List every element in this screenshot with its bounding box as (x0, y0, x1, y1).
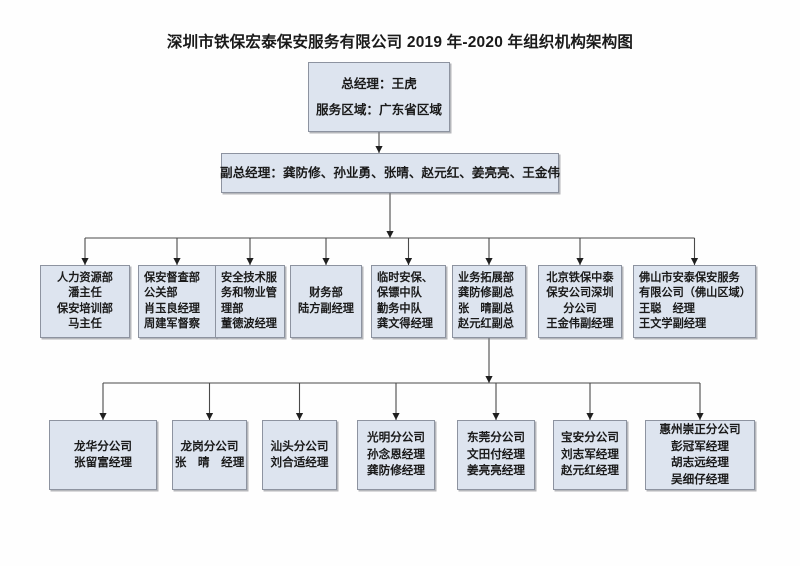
huizhou-chongzheng-branch-line-3: 吴细仔经理 (671, 472, 729, 486)
security-supervision-line-3: 周建军督察 (144, 317, 200, 330)
dongguan-branch-line-0: 东莞分公司 (467, 431, 525, 445)
huizhou-chongzheng-branch-line-2: 胡志远经理 (671, 456, 729, 469)
baoan-branch-line-2: 赵元红经理 (561, 464, 619, 478)
beijing-tiebao-branch-line-3: 王金伟副经理 (546, 317, 614, 330)
business-development-line-2: 张 晴副总 (458, 302, 514, 315)
arrow-bus-to-dept-4 (404, 258, 413, 265)
arrow-bus-to-branch-3 (392, 413, 400, 420)
beijing-tiebao-branch-line-2: 分公司 (563, 302, 597, 315)
arrow-bus-to-branch-1 (205, 413, 214, 420)
hr-department-line-1: 潘主任 (68, 287, 102, 300)
arrow-bus-to-branch-5 (586, 413, 594, 420)
baoan-branch-line-0: 宝安分公司 (561, 431, 619, 445)
beijing-tiebao-branch-line-1: 保安公司深圳 (546, 287, 614, 300)
huizhou-chongzheng-branch-line-0: 惠州崇正分公司 (659, 423, 741, 436)
guangming-branch-box[interactable]: 光明分公司孙念恩经理龚防修经理 (357, 420, 435, 490)
arrow-vgm-to-bus (386, 231, 394, 238)
security-supervision-line-2: 肖玉良经理 (144, 302, 200, 315)
general-manager-line-1: 服务区域：广东省区域 (316, 103, 442, 117)
safety-tech-property-box[interactable]: 安全技术服务和物业管理部董德波经理 (215, 265, 285, 338)
safety-tech-property-line-2: 理部 (221, 302, 244, 315)
hr-department-line-3: 马主任 (68, 317, 102, 330)
safety-tech-property-line-0: 安全技术服 (221, 272, 277, 285)
business-development-box[interactable]: 业务拓展部龚防修副总张 晴副总赵元红副总 (452, 265, 526, 338)
temp-security-guard-box[interactable]: 临时安保、保镖中队勤务中队龚文得经理 (371, 265, 446, 338)
dongguan-branch-box[interactable]: 东莞分公司文田付经理姜亮亮经理 (457, 420, 535, 490)
safety-tech-property-line-3: 董德波经理 (221, 317, 277, 330)
shantou-branch-line-1: 刘合适经理 (270, 456, 329, 469)
hr-department-line-0: 人力资源部 (57, 272, 113, 285)
business-development-line-0: 业务拓展部 (458, 272, 514, 285)
shantou-branch-box[interactable]: 汕头分公司刘合适经理 (262, 420, 337, 490)
finance-department-line-0: 财务部 (309, 287, 343, 300)
foshan-antai-company-line-0: 佛山市安泰保安服务 (639, 272, 740, 285)
arrow-bus-to-branch-0 (99, 413, 107, 420)
temp-security-guard-line-0: 临时安保、 (377, 272, 433, 285)
arrow-bus-to-dept-6 (576, 258, 584, 265)
foshan-antai-company-line-2: 王聪 经理 (639, 302, 695, 315)
general-manager-box[interactable]: 总经理：王虎服务区域：广东省区域 (308, 62, 450, 132)
arrow-bus-to-dept-3 (322, 258, 330, 265)
temp-security-guard-line-3: 龚文得经理 (377, 317, 433, 330)
safety-tech-property-line-1: 务和物业管 (221, 287, 277, 300)
foshan-antai-company-line-3: 王文学副经理 (639, 317, 707, 330)
longgang-branch-line-0: 龙岗分公司 (180, 439, 239, 453)
page-title: 深圳市铁保宏泰保安服务有限公司 2019 年-2020 年组织机构架构图 (166, 34, 634, 51)
security-supervision-line-1: 公关部 (144, 287, 178, 300)
arrow-bizdev-to-bus (485, 376, 493, 383)
security-supervision-box[interactable]: 保安督查部公关部肖玉良经理周建军督察 (138, 265, 216, 338)
hr-department-line-2: 保安培训部 (57, 302, 113, 315)
finance-department-box[interactable]: 财务部陆方副经理 (290, 265, 362, 338)
hr-department-box[interactable]: 人力资源部潘主任保安培训部马主任 (40, 265, 130, 338)
temp-security-guard-line-2: 勤务中队 (377, 302, 422, 315)
shantou-branch-line-0: 汕头分公司 (270, 439, 329, 453)
longhua-branch-line-1: 张留富经理 (74, 456, 132, 469)
beijing-tiebao-branch-box[interactable]: 北京铁保中泰保安公司深圳分公司王金伟副经理 (538, 265, 622, 338)
general-manager-line-0: 总经理：王虎 (341, 77, 417, 91)
arrow-bus-to-dept-7 (690, 258, 699, 265)
deputy-general-managers-box[interactable]: 副总经理：龚防修、孙业勇、张晴、赵元红、姜亮亮、王金伟 (219, 153, 561, 193)
arrow-bus-to-dept-5 (485, 258, 493, 265)
baoan-branch-box[interactable]: 宝安分公司刘志军经理赵元红经理 (553, 420, 627, 490)
business-development-line-1: 龚防修副总 (458, 287, 514, 300)
foshan-antai-company-line-1: 有限公司（佛山区域） (639, 287, 751, 300)
arrow-bus-to-branch-6 (696, 413, 704, 420)
arrow-bus-to-dept-1 (173, 258, 181, 265)
guangming-branch-line-1: 孙念恩经理 (367, 447, 425, 461)
dongguan-branch-line-2: 姜亮亮经理 (467, 464, 525, 478)
arrow-gm-to-vgm (375, 146, 383, 153)
beijing-tiebao-branch-line-0: 北京铁保中泰 (546, 272, 614, 285)
security-supervision-line-0: 保安督查部 (144, 272, 200, 285)
foshan-antai-company-box[interactable]: 佛山市安泰保安服务有限公司（佛山区域） 王聪 经理王文学副经理 (633, 265, 756, 338)
business-development-line-3: 赵元红副总 (458, 317, 514, 330)
longgang-branch-line-1: 张 晴 经理 (174, 456, 245, 469)
guangming-branch-line-0: 光明分公司 (367, 431, 425, 445)
dongguan-branch-line-1: 文田付经理 (467, 447, 525, 461)
arrow-bus-to-dept-0 (81, 258, 89, 265)
guangming-branch-line-2: 龚防修经理 (367, 464, 425, 478)
arrow-bus-to-dept-2 (246, 258, 254, 265)
baoan-branch-line-1: 刘志军经理 (561, 447, 619, 461)
huizhou-chongzheng-branch-box[interactable]: 惠州崇正分公司彭冠军经理胡志远经理吴细仔经理 (645, 420, 755, 490)
longhua-branch-line-0: 龙华分公司 (74, 439, 132, 453)
deputy-general-managers-line-0: 副总经理：龚防修、孙业勇、张晴、赵元红、姜亮亮、王金伟 (219, 166, 561, 180)
longhua-branch-box[interactable]: 龙华分公司张留富经理 (49, 420, 157, 490)
longgang-branch-box[interactable]: 龙岗分公司张 晴 经理 (172, 420, 247, 490)
finance-department-line-1: 陆方副经理 (298, 302, 354, 315)
arrow-bus-to-branch-2 (295, 413, 304, 420)
huizhou-chongzheng-branch-line-1: 彭冠军经理 (671, 439, 729, 453)
temp-security-guard-line-1: 保镖中队 (377, 287, 422, 300)
arrow-bus-to-branch-4 (492, 413, 500, 420)
